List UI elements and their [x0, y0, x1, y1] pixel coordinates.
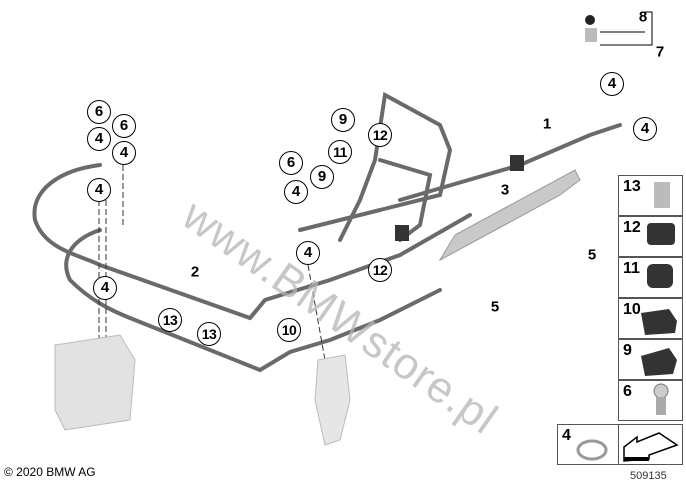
callout-4[interactable]: 4 [600, 72, 624, 96]
brake-line-mid2 [378, 158, 433, 242]
label-5[interactable]: 5 [587, 246, 597, 264]
master-cylinder [314, 354, 351, 446]
leader-lines [98, 165, 326, 361]
callout-9[interactable]: 9 [310, 165, 334, 189]
callout-4[interactable]: 4 [296, 241, 320, 265]
abs-unit [54, 334, 136, 431]
seal-ring-icon [576, 439, 608, 461]
legend-number: 4 [562, 427, 571, 444]
callout-6[interactable]: 6 [279, 151, 303, 175]
callout-10[interactable]: 10 [277, 318, 301, 342]
bolt-icon [653, 383, 669, 415]
legend-number: 13 [623, 178, 641, 195]
legend-box-13[interactable]: 13 [618, 175, 683, 216]
brake-line-mid [298, 91, 453, 242]
clip-9-icon [641, 348, 677, 376]
legend-box-12[interactable]: 12 [618, 216, 683, 257]
callout-12[interactable]: 12 [368, 258, 392, 282]
diagram-number: 509135 [630, 470, 667, 482]
brake-line-2 [32, 163, 472, 321]
bleeder-7 [585, 28, 597, 42]
grommet [395, 225, 409, 241]
grommet [510, 155, 524, 171]
clip-12-icon [647, 223, 675, 245]
legend-box-4[interactable]: 4 [557, 424, 620, 465]
label-1[interactable]: 1 [542, 115, 552, 133]
cap-8 [585, 15, 595, 25]
clip-11-icon [647, 264, 673, 288]
legend-box-10[interactable]: 10 [618, 298, 683, 339]
copyright: © 2020 BMW AG [4, 465, 96, 479]
callout-11[interactable]: 11 [328, 140, 352, 164]
clip-10-icon [641, 309, 677, 335]
label-7[interactable]: 7 [655, 43, 665, 61]
legend-number: 11 [623, 260, 640, 277]
clip-13-icon [654, 182, 670, 208]
callout-4[interactable]: 4 [87, 127, 111, 151]
callout-4[interactable]: 4 [93, 276, 117, 300]
label-5[interactable]: 5 [490, 298, 500, 316]
callout-13[interactable]: 13 [158, 308, 182, 332]
legend-number: 12 [623, 219, 641, 236]
legend-number: 9 [623, 342, 632, 359]
arrow-icon [623, 432, 679, 462]
bracket-line [635, 11, 653, 46]
legend-box-9[interactable]: 9 [618, 339, 683, 380]
legend-box-6[interactable]: 6 [618, 380, 683, 421]
callout-4[interactable]: 4 [87, 178, 111, 202]
callout-9[interactable]: 9 [331, 108, 355, 132]
callout-6[interactable]: 6 [87, 100, 111, 124]
brake-line-1 [398, 123, 622, 202]
callout-13[interactable]: 13 [197, 322, 221, 346]
callout-12[interactable]: 12 [368, 123, 392, 147]
brake-line-lower [64, 228, 442, 373]
callout-4[interactable]: 4 [284, 180, 308, 204]
direction-arrow-box[interactable] [618, 424, 683, 465]
bracket-3 [438, 169, 581, 262]
label-2[interactable]: 2 [190, 263, 200, 281]
callout-4[interactable]: 4 [633, 117, 657, 141]
legend-number: 6 [623, 383, 632, 400]
callout-6[interactable]: 6 [112, 114, 136, 138]
label-8[interactable]: 8 [638, 8, 648, 26]
callout-4[interactable]: 4 [112, 141, 136, 165]
legend-number: 10 [623, 301, 641, 318]
legend-box-11[interactable]: 11 [618, 257, 683, 298]
label-3[interactable]: 3 [500, 181, 510, 199]
